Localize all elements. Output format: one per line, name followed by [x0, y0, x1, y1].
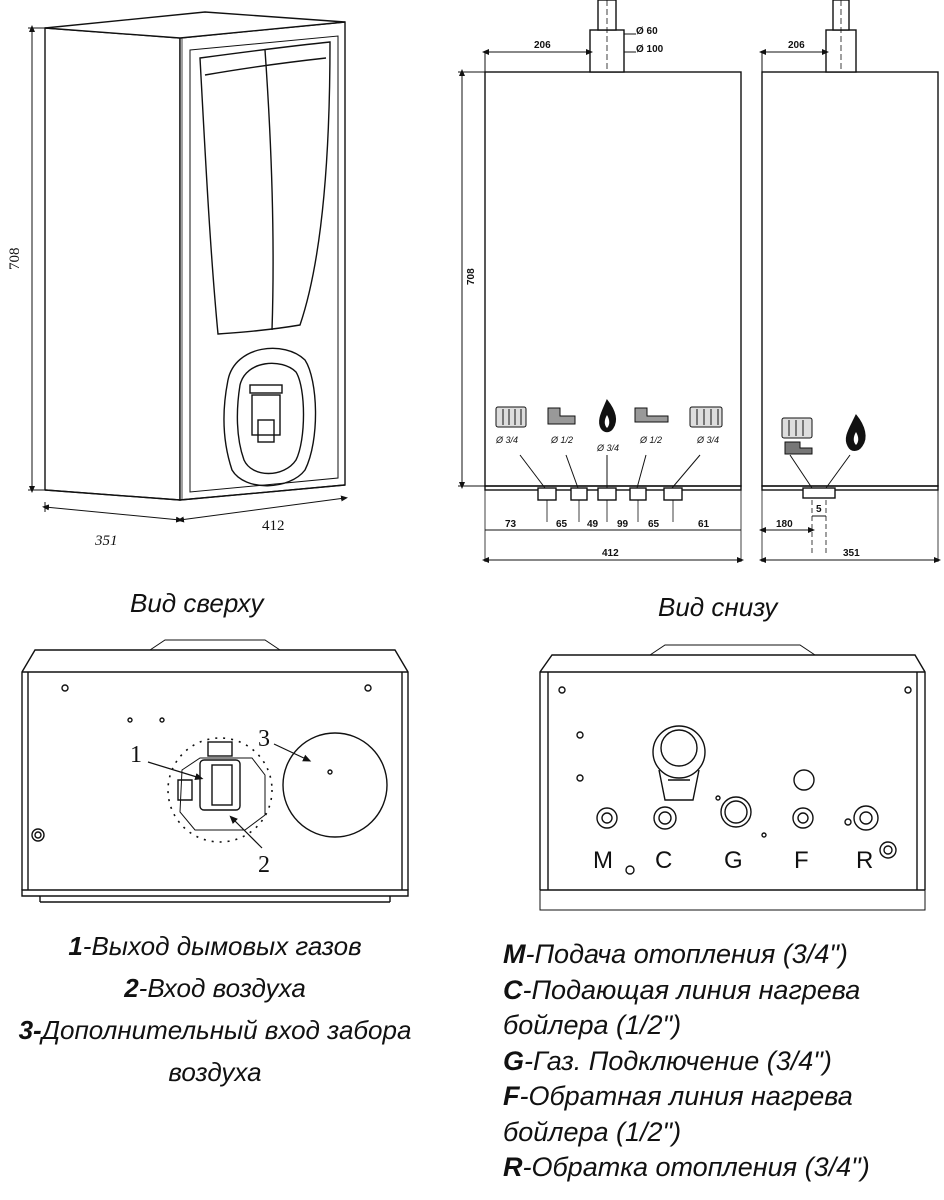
elevation-height-dim: 708 [466, 268, 477, 285]
label-1: 1 [130, 742, 142, 768]
boiler-bottom-view [539, 644, 926, 911]
flue-outer-diameter: Ø 100 [636, 44, 664, 55]
tap-icon [634, 407, 669, 423]
front-width-dim: 412 [262, 518, 285, 534]
conn-size-5: Ø 3/4 [696, 435, 719, 445]
radiator-icon [495, 406, 527, 428]
boiler-top-view [21, 639, 409, 903]
legend-top-view: 1-Выход дымовых газов 2-Вход воздуха 3-Д… [10, 925, 420, 1093]
tap-icon [547, 407, 576, 425]
side-small-dim: 5 [816, 504, 822, 515]
connection-icons-front [495, 399, 723, 433]
flame-icon [845, 414, 866, 451]
boiler-3d-dims [28, 25, 348, 523]
side-elevation-dims [759, 49, 941, 563]
legend-item-g: G-Газ. Подключение (3/4") [503, 1045, 832, 1076]
spacing-dim-5: 65 [648, 519, 660, 530]
legend-item-r: R-Обратка отопления (3/4") [503, 1152, 870, 1182]
boiler-3d-view [44, 11, 346, 501]
radiator-icon [689, 406, 723, 428]
spacing-dim-4: 99 [617, 519, 629, 530]
spacing-dim-3: 49 [587, 519, 599, 530]
label-2: 2 [258, 852, 270, 878]
label-m: M [593, 847, 613, 874]
legend-item-f: F-Обратная линия нагрева бойлера (1/2") [503, 1081, 853, 1147]
conn-size-3: Ø 3/4 [596, 443, 619, 453]
side-offset-dim: 180 [776, 519, 793, 530]
caption-top-view: Вид сверху [130, 588, 264, 618]
connection-icons-side [781, 414, 866, 455]
front-elevation-dims [458, 33, 744, 563]
spacing-dim-6: 61 [698, 519, 710, 530]
radiator-icon [781, 417, 813, 439]
flue-offset-front: 206 [534, 40, 551, 51]
side-depth-dim: 351 [843, 548, 860, 559]
legend-item-2: 2-Вход воздуха [124, 973, 306, 1003]
conn-size-2: Ø 1/2 [550, 435, 573, 445]
label-g: G [724, 847, 743, 874]
flue-inner-diameter: Ø 60 [636, 26, 658, 37]
legend-item-3: 3-Дополнительный вход забора воздуха [18, 1015, 412, 1087]
legend-item-1: 1-Выход дымовых газов [68, 931, 362, 961]
front-depth-dim: 351 [94, 533, 118, 549]
conn-size-4: Ø 1/2 [639, 435, 662, 445]
boiler-front-elevation [484, 0, 742, 562]
label-c: C [655, 847, 672, 874]
tap-icon [784, 441, 813, 455]
spacing-dim-2: 65 [556, 519, 568, 530]
flue-offset-side: 206 [788, 40, 805, 51]
front-height-dim: 708 [7, 248, 23, 271]
spacing-dim-1: 73 [505, 519, 517, 530]
label-3: 3 [258, 726, 270, 752]
legend-item-c: C-Подающая линия нагрева бойлера (1/2") [503, 974, 861, 1041]
caption-bottom-view: Вид снизу [658, 592, 778, 622]
legend-bottom-view: M-Подача отопления (3/4") C-Подающая лин… [503, 937, 943, 1186]
flame-icon [599, 399, 616, 433]
conn-size-1: Ø 3/4 [495, 435, 518, 445]
legend-item-m: M-Подача отопления (3/4") [503, 939, 848, 969]
elevation-width-dim: 412 [602, 548, 619, 559]
boiler-side-elevation [761, 0, 939, 562]
label-f: F [794, 847, 809, 874]
label-r: R [856, 847, 873, 874]
